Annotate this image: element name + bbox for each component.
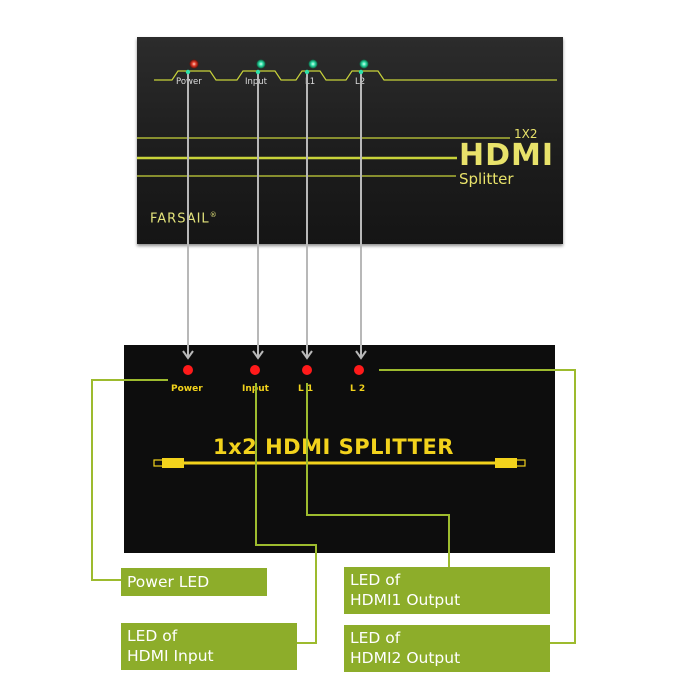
panel-led-power (183, 365, 193, 375)
device-trim-lines (137, 71, 557, 176)
callout-power-led: Power LED (121, 568, 267, 596)
cable-tip-left (154, 460, 163, 466)
connector-hdmi1-output (307, 383, 449, 568)
arrow-dot-input (256, 70, 260, 74)
callout-hdmi2-line1: LED of (350, 628, 544, 648)
connector-power-led (92, 380, 168, 580)
callout-hdmi1-line1: LED of (350, 570, 544, 590)
callout-hdmi2-output: LED of HDMI2 Output (344, 625, 550, 672)
arrow-dot-l1 (305, 70, 309, 74)
panel-led-input (250, 365, 260, 375)
top-led-input (257, 60, 266, 69)
top-led-power (190, 60, 199, 69)
callout-hdmi1-line2: HDMI1 Output (350, 590, 544, 610)
cable-plug-left (162, 458, 184, 468)
arrow-dot-l2 (359, 70, 363, 74)
callout-hdmi1-output: LED of HDMI1 Output (344, 567, 550, 614)
callout-hdmi-input-line1: LED of (127, 626, 291, 646)
callout-hdmi-input-line2: HDMI Input (127, 646, 291, 666)
top-led-l2 (360, 60, 369, 69)
callout-power-led-text: Power LED (127, 572, 261, 592)
cable-tip-right (516, 460, 525, 466)
panel-led-l1 (302, 365, 312, 375)
cable-plug-right (495, 458, 517, 468)
arrow-dot-power (186, 70, 190, 74)
top-led-l1 (309, 60, 318, 69)
panel-led-l2 (354, 365, 364, 375)
led-arrows (183, 72, 366, 358)
callout-hdmi-input: LED of HDMI Input (121, 623, 297, 670)
hdmi-cable-icon (154, 458, 525, 468)
callout-hdmi2-line2: HDMI2 Output (350, 648, 544, 668)
trim-line-top (154, 71, 557, 80)
